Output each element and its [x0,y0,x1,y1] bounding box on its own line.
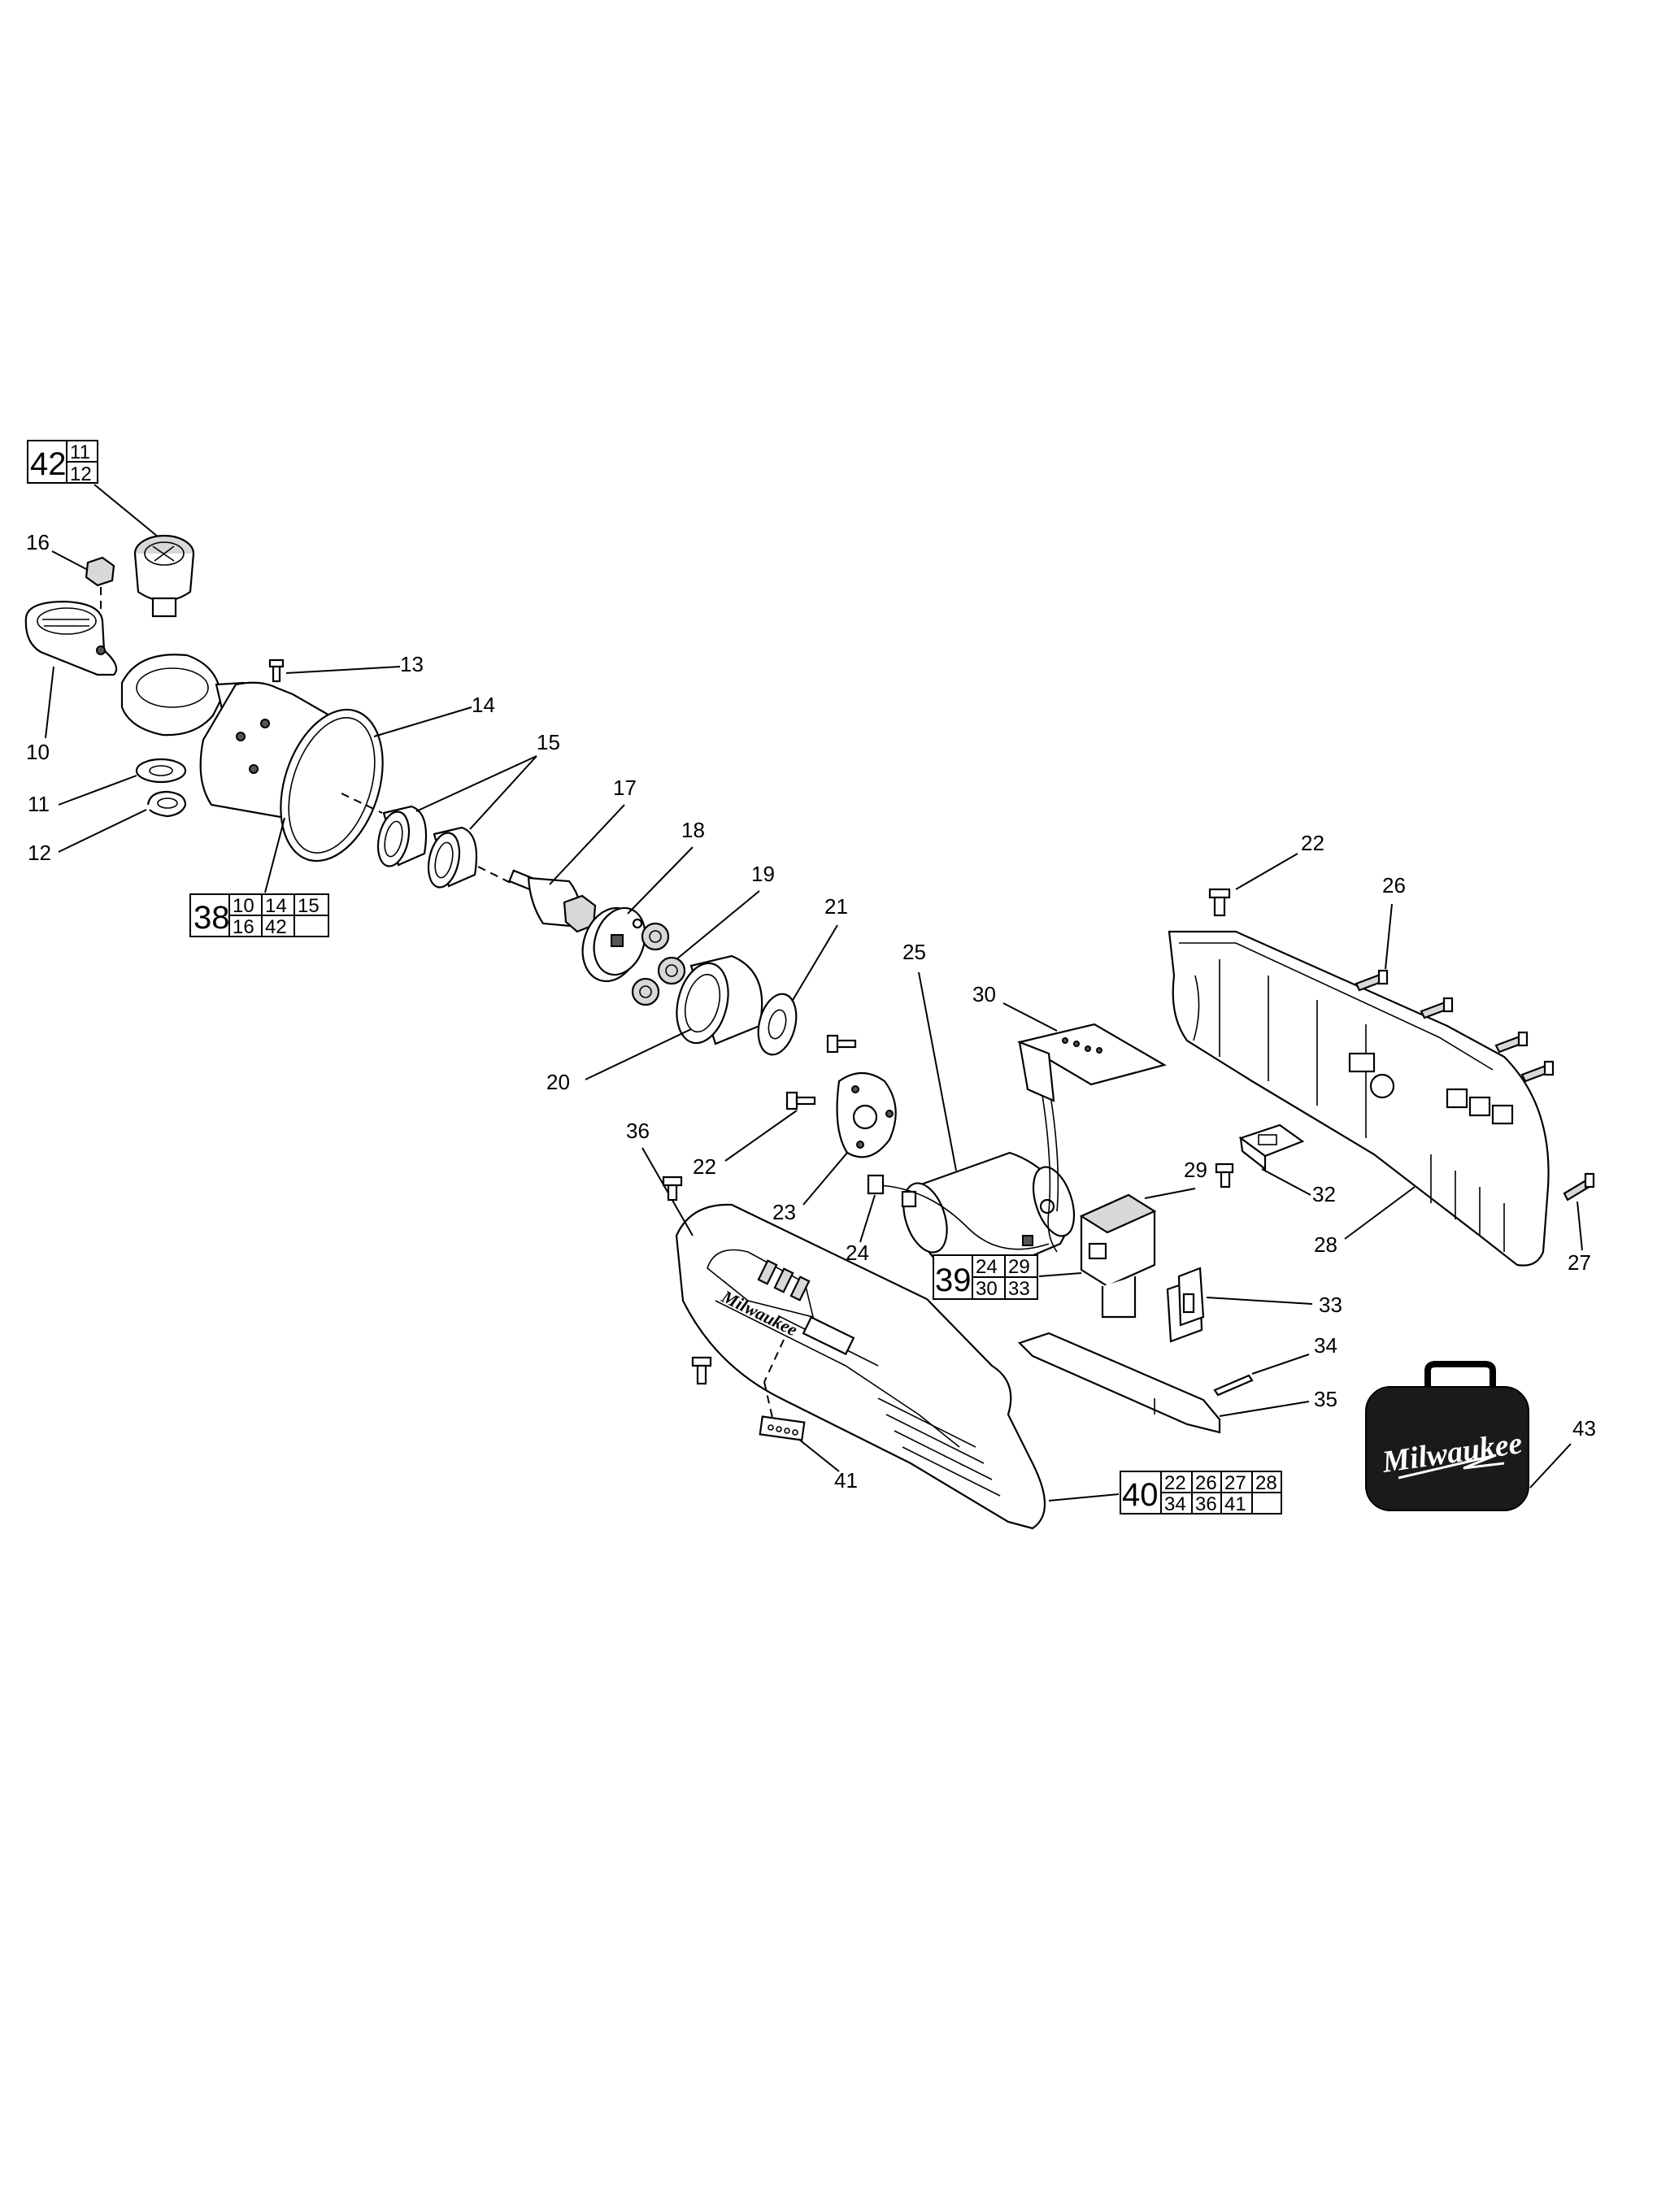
leader-dashed [763,1381,773,1419]
part-15-bearing [427,826,478,889]
leader-42 [94,484,159,537]
kit-38-item: 14 [265,895,287,917]
callout-41: 41 [834,1468,858,1493]
part-14-head-housing [120,654,384,863]
part-36-housing-half: Milwaukee [675,1203,1046,1530]
callout-36: 36 [626,1119,650,1143]
kit-39-item: 24 [976,1256,998,1278]
part-32-switch-cover [1238,1123,1305,1171]
callout-15: 15 [537,730,560,754]
callout-29: 29 [1184,1158,1207,1182]
part-22-screw [785,1091,816,1110]
part-35-plate [1017,1332,1221,1434]
part-16-nut [85,556,115,587]
callout-34: 34 [1314,1333,1337,1358]
callout-23: 23 [772,1200,796,1224]
callout-28: 28 [1314,1232,1337,1257]
part-15-bearing [376,805,428,867]
callout-35: 35 [1314,1387,1337,1411]
callout-21: 21 [824,894,848,919]
leader-dashed [763,1339,785,1383]
kit-box-38: 38 10 14 15 16 42 [189,893,329,938]
part-12-retaining-ring [146,790,187,818]
kit-38-item: 10 [233,895,254,917]
callout-18: 18 [681,818,705,842]
kit-42-number: 42 [30,446,67,482]
callout-16: 16 [26,530,50,554]
part-18-carrier [581,906,646,983]
kit-39-item: 30 [976,1278,998,1300]
callout-19: 19 [751,862,775,886]
kit-box-40: 40 22 26 27 28 34 36 41 [1120,1471,1282,1515]
part-34-pin [1213,1374,1254,1397]
callout-25: 25 [902,940,926,964]
kit-40-item: 27 [1224,1472,1246,1494]
callout-43: 43 [1572,1416,1596,1441]
kit-42-item: 11 [70,441,90,463]
kit-40-number: 40 [1122,1477,1159,1513]
part-screw [1215,1162,1234,1189]
part-22-screw [1208,888,1231,917]
kit-38-number: 38 [194,900,230,936]
part-26-screw [1355,969,1389,992]
part-22-screw [826,1034,857,1054]
part-19-planet-gear [631,922,686,1006]
kit-40-item: 41 [1224,1493,1246,1515]
part-28-housing-half [1168,930,1550,1267]
part-42-ratchet-head [133,534,195,618]
callout-11: 11 [28,792,50,816]
kit-40-item: 28 [1255,1472,1277,1494]
part-26-screw [1494,1031,1529,1054]
kit-box-39: 39 24 29 30 33 [933,1254,1038,1300]
kit-40-item: 34 [1164,1493,1186,1515]
kit-40-item: 36 [1195,1493,1217,1515]
part-10-ring-yoke [24,600,118,676]
kit-38-item: 15 [298,895,320,917]
callout-22: 22 [1301,831,1324,855]
part-screw [691,1356,712,1385]
part-27-screw [1563,1172,1595,1202]
part-26-screw [1520,1060,1555,1083]
kit-38-item: 16 [233,916,254,938]
callout-13: 13 [400,652,424,676]
part-13-screw [268,658,285,683]
kit-39-item: 29 [1008,1256,1030,1278]
callout-14: 14 [472,693,495,717]
kit-box-42: 42 11 12 [27,440,98,485]
callout-30: 30 [972,982,996,1006]
part-43-carrying-case: Milwaukee [1365,1361,1529,1511]
part-26-screw [1420,997,1454,1019]
callout-26: 26 [1382,873,1406,897]
callout-20: 20 [546,1070,570,1094]
part-screw [662,1176,683,1202]
kit-38-item: 42 [265,916,287,938]
kit-40-item: 22 [1164,1472,1186,1494]
part-21-washer [757,993,798,1056]
part-33-forward-reverse [1166,1267,1205,1343]
callout-33: 33 [1319,1293,1342,1317]
callout-17: 17 [613,776,637,800]
callout-22: 22 [693,1154,716,1179]
kit-42-item: 12 [70,463,92,485]
kit-40-item: 26 [1195,1472,1217,1494]
part-25-motor [901,1151,1076,1283]
kit-39-item: 33 [1008,1278,1030,1300]
callout-32: 32 [1312,1182,1336,1206]
callout-10: 10 [26,740,50,764]
kit-39-number: 39 [935,1262,972,1298]
part-17-drive-shaft [508,869,597,933]
part-29-switch [1079,1193,1157,1319]
part-20-ring-gear [676,954,763,1045]
part-30-switch-board [1017,1023,1167,1102]
callout-12: 12 [28,841,51,865]
callout-27: 27 [1568,1250,1591,1275]
part-23-motor-mount [836,1072,897,1158]
part-41-label [759,1415,806,1441]
part-11-washer [135,758,187,784]
